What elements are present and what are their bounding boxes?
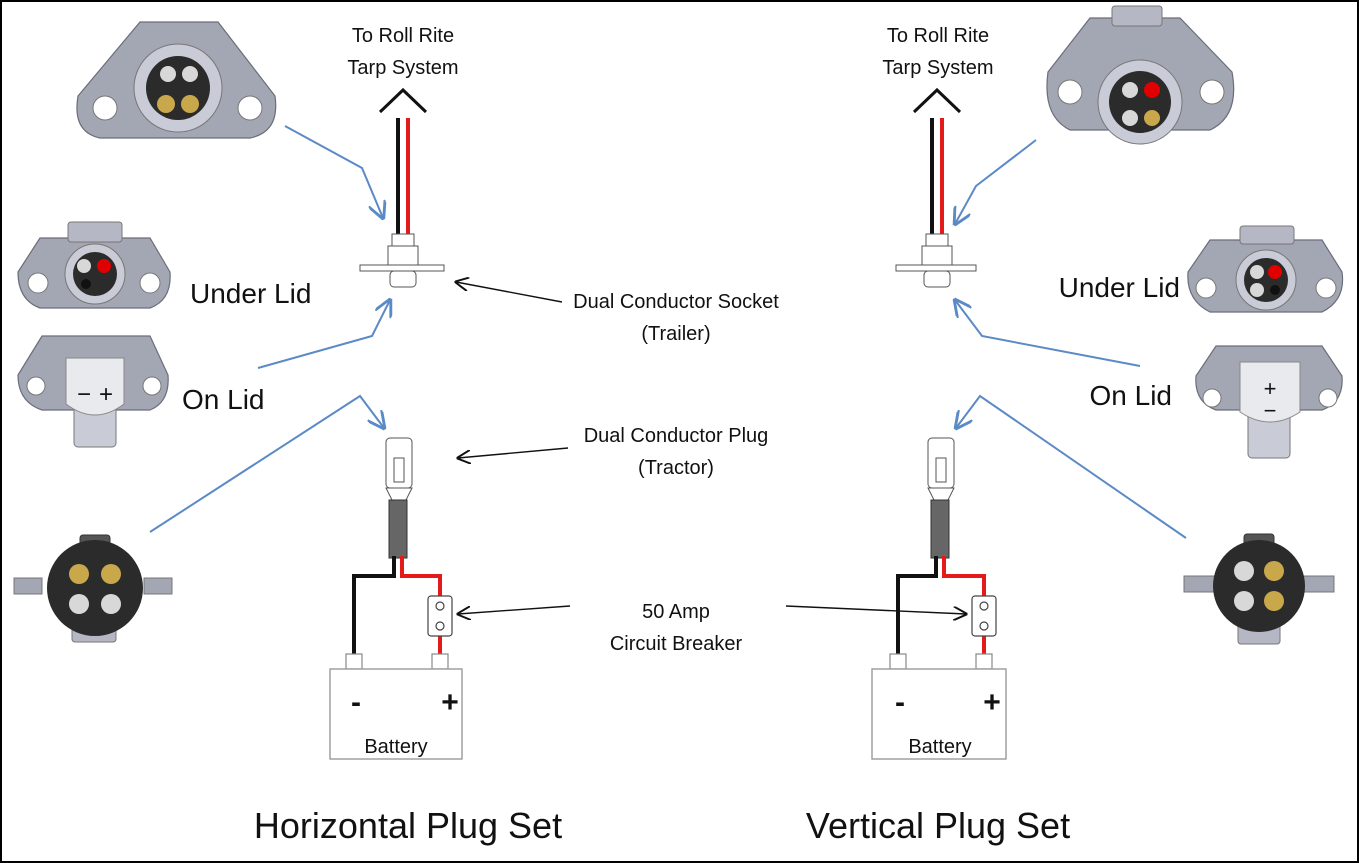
left-on-lid-callout [257,300,390,369]
right-under-lid-label: Under Lid [1059,272,1180,303]
left-lid-minus-mark: − [77,381,91,408]
left-battery-positive: + [441,686,459,719]
breaker-pointer-left [458,605,571,614]
right-battery-wiring [896,556,986,654]
plug-label-line2: (Tractor) [638,457,714,479]
right-callout-arrows [955,139,1187,539]
right-tarp-label-line2: Tarp System [882,57,993,79]
right-circuit-breaker [971,595,997,637]
left-circuit-breaker [427,595,453,637]
right-socket-rear-view [1046,5,1235,145]
left-under-lid-label: Under Lid [190,278,311,309]
left-tarp-label-line1: To Roll Rite [352,25,454,47]
right-plug-callout [956,394,1187,539]
horizontal-plug-set-title: Horizontal Plug Set [254,805,562,846]
left-on-lid-image: − + [17,335,169,448]
left-plug-spring [388,499,408,559]
plug-label-line1: Dual Conductor Plug [584,425,769,447]
right-tarp-label-line1: To Roll Rite [887,25,989,47]
right-under-lid-image [1187,225,1344,313]
left-plug-drawing [385,437,413,559]
right-socket-drawing [895,233,977,288]
left-socket-rear-view [76,21,277,139]
breaker-pointer-right [785,605,966,614]
breaker-label-line2: Circuit Breaker [610,633,743,655]
right-battery-positive: + [983,686,1001,719]
right-plug-drawing [927,437,955,559]
left-plug-face-image [13,534,173,643]
socket-label-line2: (Trailer) [641,323,710,345]
right-tarp-lead [912,87,962,236]
socket-label-line1: Dual Conductor Socket [573,291,779,313]
left-lid-plus-mark: + [99,381,113,408]
right-plug-face-image [1183,533,1335,645]
right-on-lid-image: + − [1195,345,1343,459]
left-battery: - + Battery [329,653,463,760]
left-battery-wiring [352,556,442,654]
right-socket-callout [955,139,1037,224]
left-under-lid-image [17,221,171,309]
left-plug-callout [149,394,384,533]
right-lead-cut-symbol [912,87,962,114]
right-on-lid-label: On Lid [1090,380,1173,411]
left-tarp-lead [378,87,428,236]
left-lead-cut-symbol [378,87,428,114]
left-battery-negative: - [351,686,361,719]
right-plug-spring [930,499,950,559]
right-lid-plus-mark: + [1264,376,1277,401]
plug-pointer-arrow [458,447,569,458]
left-tarp-label-line2: Tarp System [347,57,458,79]
right-battery-label: Battery [908,736,971,758]
vertical-plug-set-title: Vertical Plug Set [806,805,1070,846]
right-on-lid-callout [955,300,1141,367]
left-on-lid-label: On Lid [182,384,265,415]
left-socket-callout [284,125,383,218]
left-battery-label: Battery [364,736,427,758]
left-callout-arrows [149,125,390,533]
right-lid-minus-mark: − [1264,398,1277,423]
breaker-label-line1: 50 Amp [642,601,710,623]
socket-pointer-arrow [456,282,563,303]
right-battery-negative: - [895,686,905,719]
left-socket-drawing [359,233,445,288]
right-battery: - + Battery [871,653,1007,760]
